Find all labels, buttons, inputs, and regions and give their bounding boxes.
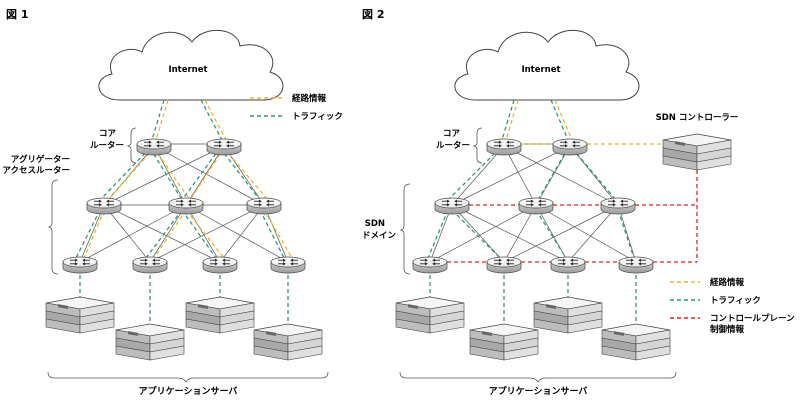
agg-router-1b [168,197,204,215]
sdn-router-2f [550,256,586,274]
legend-traffic-label-2: トラフィック [710,295,761,306]
sdn-brace [399,183,411,275]
access-router-1b [132,256,168,274]
control-plane-lines [447,163,698,263]
figure-1: 図 1 Internet [2,7,342,397]
legend-control-label-2b: 制御情報 [710,324,745,335]
core-router-1a [136,138,172,156]
sdn-router-2b [518,197,554,215]
bottom-brace-2 [399,371,677,383]
sdn-router-2c [600,197,636,215]
core-router-label-2a: コア [443,129,461,139]
legend-route-label-2: 経路情報 [710,277,745,288]
traffic-paths-2 [427,99,637,326]
legend-1: 経路情報 トラフィック [250,93,343,122]
internet-cloud-1: Internet [98,29,284,101]
sdn-router-2g [618,256,654,274]
app-server-2d [601,323,671,361]
internet-cloud-2: Internet [454,29,640,101]
sdn-router-2a [434,197,470,215]
agg-label-1b: アクセスルーター [2,165,70,176]
links-2 [429,143,637,263]
app-server-1c [185,296,255,334]
figure-2: 図 2 Internet [362,7,795,397]
legend-2: 経路情報 トラフィック コントロールプレーン 制御情報 [670,277,795,335]
sdn-controller [662,133,732,171]
route-paths-2 [505,99,664,145]
legend-control-label-2a: コントロールプレーン [710,313,795,324]
core-brace-2 [472,127,483,164]
core-router-label-1a: コア [99,129,117,139]
app-server-label-1: アプリケーションサーバ [139,385,238,397]
sdn-router-2d [412,256,448,274]
sdn-domain-label-a: SDN [365,219,385,229]
route-paths-1 [75,99,293,326]
agg-brace-1 [47,179,59,275]
core-router-label-1b: ルーター [90,140,124,151]
sdn-router-2e [486,256,522,274]
core-router-label-2b: ルーター [436,140,470,151]
access-router-1c [202,256,238,274]
app-server-1b [115,323,185,361]
sdn-controller-label: SDN コントローラー [656,113,739,123]
app-server-2a [395,296,465,334]
app-server-2b [469,323,539,361]
access-router-1a [62,256,98,274]
agg-label-1a: アグリゲーター [11,154,70,165]
agg-router-1a [86,197,122,215]
bottom-brace-1 [47,371,329,383]
figure-1-label: 図 1 [6,7,28,21]
app-server-label-2: アプリケーションサーバ [489,385,588,397]
internet-label-1: Internet [168,65,207,75]
figure-2-label: 図 2 [362,7,384,21]
core-brace-1 [126,127,137,164]
access-router-1d [270,256,306,274]
app-server-1a [45,296,115,334]
agg-router-1c [246,197,282,215]
internet-label-2: Internet [521,65,560,75]
app-server-2c [533,296,603,334]
core-router-2b [552,138,588,156]
legend-route-label-1: 経路情報 [292,93,327,104]
app-server-1d [253,323,323,361]
core-router-1b [206,138,242,156]
core-router-2a [486,138,522,156]
sdn-domain-label-b: ドメイン [362,231,397,241]
legend-traffic-label-1: トラフィック [292,111,343,122]
